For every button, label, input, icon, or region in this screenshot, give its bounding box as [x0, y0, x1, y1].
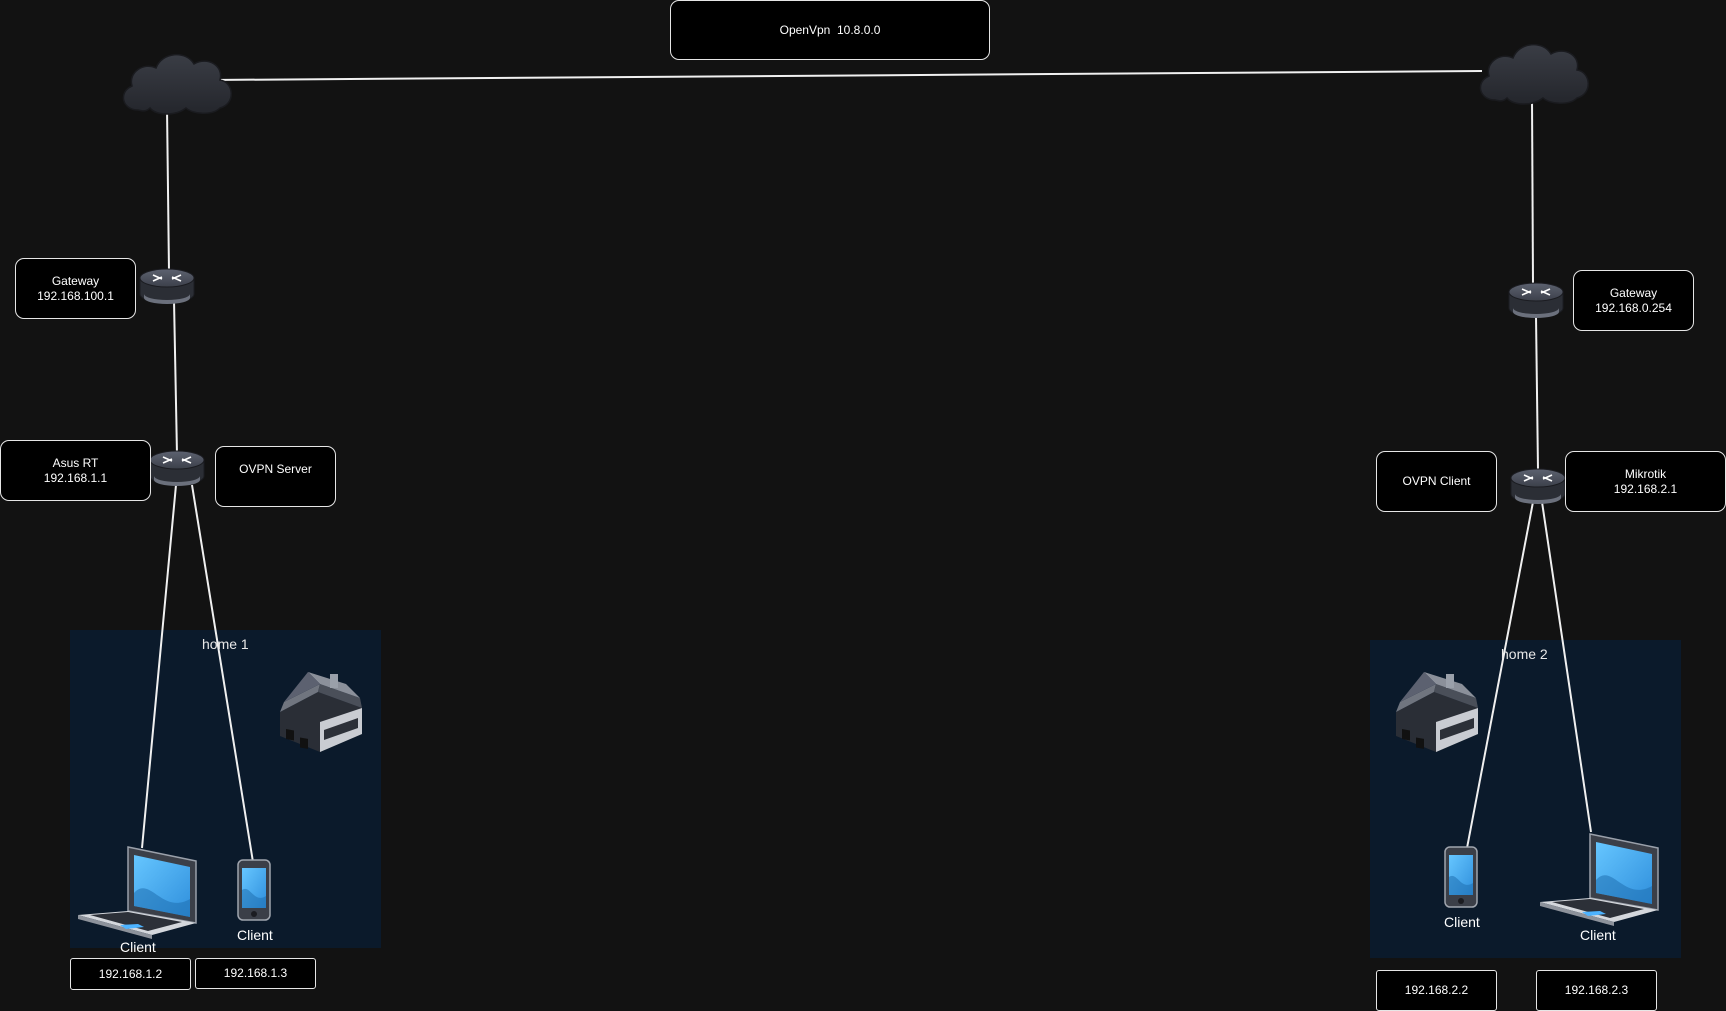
gateway-2-ip: 192.168.0.254 — [1595, 300, 1672, 315]
ovpn-server-text: OVPN Server — [239, 462, 312, 476]
gateway-1-label[interactable]: Gateway 192.168.100.1 — [15, 258, 136, 319]
link-router1-laptop1 — [141, 484, 177, 849]
router-icon — [1510, 468, 1566, 504]
vpn-tunnel-link — [209, 70, 1483, 81]
gateway-router-icon — [1508, 282, 1564, 318]
gateway-router-icon — [139, 268, 195, 304]
client-ip-label[interactable]: 192.168.2.2 — [1376, 970, 1497, 1011]
router-1-label[interactable]: Asus RT 192.168.1.1 — [0, 440, 151, 501]
router-icon — [149, 450, 205, 486]
client-ip-text: 192.168.1.2 — [98, 966, 163, 981]
gateway-2-label[interactable]: Gateway 192.168.0.254 — [1573, 270, 1694, 331]
link-gateway1-router1 — [173, 299, 178, 456]
router-1-name: Asus RT — [52, 455, 99, 470]
ovpn-server-label[interactable]: OVPN Server — [215, 446, 336, 507]
vpn-tunnel-label[interactable]: OpenVpn 10.8.0.0 — [670, 0, 990, 60]
gateway-1-ip: 192.168.100.1 — [37, 288, 114, 303]
link-cloud2-gateway2 — [1531, 97, 1534, 286]
mobile-phone-icon — [237, 859, 271, 921]
link-gateway2-router2 — [1535, 315, 1539, 471]
home-1-label: home 1 — [202, 636, 249, 652]
internet-cloud-icon — [1479, 44, 1589, 105]
link-router2-laptop2 — [1541, 501, 1592, 833]
client-ip-label[interactable]: 192.168.2.3 — [1536, 970, 1657, 1011]
internet-cloud-icon — [122, 54, 232, 115]
router-2-label[interactable]: Mikrotik 192.168.2.1 — [1565, 451, 1726, 512]
router-1-ip: 192.168.1.1 — [43, 470, 108, 485]
house-icon — [1396, 672, 1478, 752]
link-cloud1-gateway1 — [166, 107, 170, 273]
client-ip-text: 192.168.1.3 — [223, 966, 288, 980]
client-label: Client — [120, 939, 156, 955]
client-ip-text: 192.168.2.3 — [1564, 983, 1629, 997]
laptop-icon — [78, 846, 197, 939]
home-2-label: home 2 — [1501, 646, 1548, 662]
ovpn-client-label[interactable]: OVPN Client — [1376, 451, 1497, 512]
client-label: Client — [1580, 927, 1616, 943]
client-label: Client — [1444, 914, 1480, 930]
link-router1-phone1 — [191, 484, 254, 863]
mobile-phone-icon — [1444, 846, 1478, 908]
gateway-2-name: Gateway — [1609, 285, 1658, 300]
client-ip-label[interactable]: 192.168.1.2 — [70, 958, 191, 990]
links — [141, 70, 1592, 863]
router-2-name: Mikrotik — [1624, 466, 1667, 481]
client-ip-label[interactable]: 192.168.1.3 — [195, 958, 316, 989]
client-ip-text: 192.168.2.2 — [1404, 983, 1469, 997]
laptop-icon — [1540, 833, 1659, 926]
router-2-ip: 192.168.2.1 — [1613, 481, 1678, 496]
link-router2-phone2 — [1466, 501, 1534, 849]
ovpn-client-text: OVPN Client — [1402, 474, 1471, 488]
house-icon — [280, 672, 362, 752]
client-label: Client — [237, 927, 273, 943]
gateway-1-name: Gateway — [51, 273, 100, 288]
vpn-tunnel-text: OpenVpn 10.8.0.0 — [779, 22, 881, 37]
